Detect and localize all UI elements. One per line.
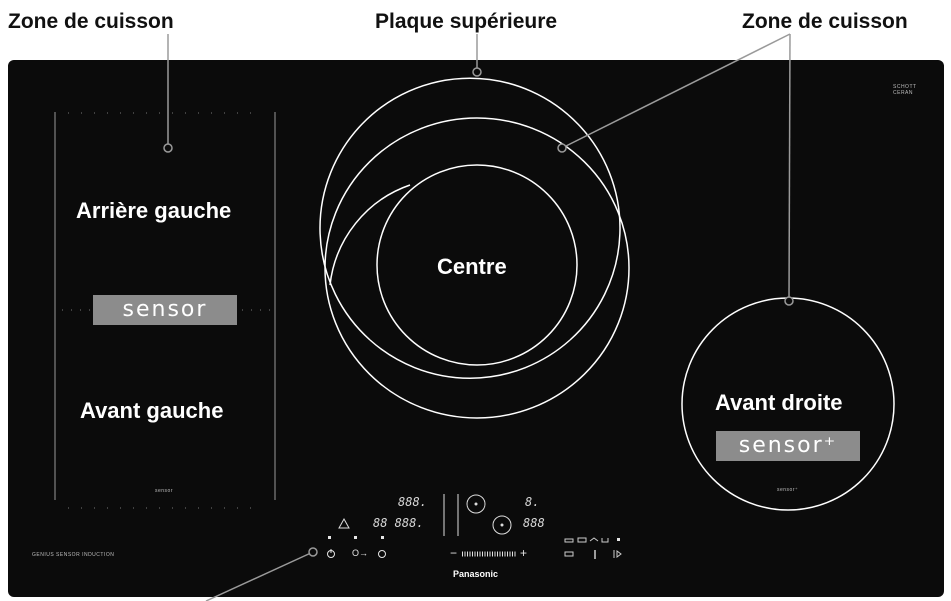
callout-line-control-panel (205, 551, 314, 601)
zone-label-rear-left: Arrière gauche (76, 198, 232, 223)
pot-mode-icon (564, 538, 574, 543)
sensor-small-left-text: sensor (155, 488, 174, 494)
top-zone-selector-ring (466, 494, 486, 514)
centre-outer-ring-top (319, 77, 621, 341)
right-zone-selector-dot (500, 523, 504, 527)
pan-mode-icon (589, 537, 599, 542)
display-top-left: 888. (398, 495, 427, 509)
indicator-square-3 (381, 536, 384, 539)
callout-dot-top-plate (472, 67, 482, 77)
zone-label-centre: Centre (437, 254, 507, 279)
warning-icon (338, 517, 350, 529)
callout-line-right-zone (788, 33, 791, 302)
power-minus-button[interactable]: − (450, 546, 458, 560)
callout-dot-left-zone (163, 143, 173, 153)
sensor-small-right-text: sensor⁺ (777, 487, 799, 493)
brand-logo: Panasonic (453, 569, 499, 579)
schott-ceran-logo-text: SCHOTT CERAN (893, 84, 917, 96)
callout-dot-centre (557, 143, 567, 153)
power-plus-button[interactable]: + (520, 546, 528, 560)
label-zone-de-cuisson-left: Zone de cuisson (8, 10, 174, 33)
keep-warm-icon (564, 551, 574, 557)
indicator-square-1 (328, 536, 331, 539)
centre-outer-arc-left (329, 184, 411, 286)
display-top-right: 8. (525, 495, 540, 509)
genius-sensor-text: GENIUS SENSOR INDUCTION (32, 552, 115, 558)
sensor-plus-badge-right: sensor⁺ (716, 431, 860, 461)
callout-dot-control-panel (308, 547, 318, 557)
timer-icon (378, 550, 386, 558)
play-pause-icon (613, 550, 622, 558)
centre-outer-ring-bottom (369, 339, 571, 379)
callout-line-right-to-centre (561, 33, 791, 149)
top-zone-selector-dot (474, 502, 478, 506)
sensor-badge-left: sensor (93, 295, 237, 325)
callout-dot-right-zone (784, 296, 794, 306)
label-plaque-superieure: Plaque supérieure (375, 10, 558, 33)
indicator-square-2 (354, 536, 357, 539)
wok-mode-icon (601, 538, 609, 543)
child-lock-icon[interactable]: O→ (352, 548, 369, 558)
centre-outer-ring (324, 117, 630, 419)
display-bottom-left: 88 888. (373, 516, 424, 530)
indicator-square-4 (617, 538, 620, 541)
right-zone-selector-ring (492, 515, 512, 535)
steam-mode-icon (577, 537, 587, 543)
label-zone-de-cuisson-right: Zone de cuisson (742, 10, 908, 33)
zone-label-front-left: Avant gauche (80, 398, 224, 423)
display-bottom-right: 888 (523, 516, 545, 530)
zone-label-front-right: Avant droite (715, 390, 843, 415)
centre-inner-ring (376, 164, 578, 366)
